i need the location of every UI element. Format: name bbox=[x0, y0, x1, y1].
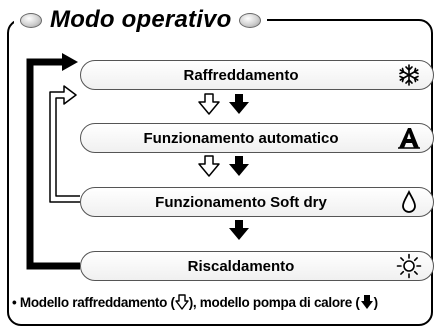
mode-auto: Funzionamento automatico bbox=[80, 123, 434, 153]
droplet-icon bbox=[391, 189, 427, 215]
legend-text-cooling: Modello raffreddamento ( bbox=[19, 295, 175, 310]
heat-pump-loop-arrow bbox=[26, 53, 80, 270]
mode-heating: Riscaldamento bbox=[80, 251, 434, 281]
legend-text-heat-pump: ), modello pompa di calore ( bbox=[188, 295, 360, 310]
diagram-title: Modo operativo bbox=[50, 6, 232, 33]
mode-soft-dry-label: Funzionamento Soft dry bbox=[155, 193, 327, 211]
mode-heating-label: Riscaldamento bbox=[187, 257, 295, 275]
hollow-down-arrow-icon bbox=[175, 294, 189, 310]
legend-note: • Modello raffreddamento ( ), modello pom… bbox=[12, 294, 378, 310]
sun-icon bbox=[391, 253, 427, 279]
mode-cooling-label: Raffreddamento bbox=[183, 66, 299, 84]
snowflake-icon bbox=[391, 62, 427, 88]
solid-down-arrow-icon bbox=[360, 295, 373, 309]
heat-pump-down-arrow-3 bbox=[229, 220, 249, 240]
mode-auto-label: Funzionamento automatico bbox=[143, 129, 339, 147]
title-bullet-right bbox=[239, 12, 262, 28]
title-bullet-left bbox=[20, 12, 42, 28]
cooling-down-arrow-2 bbox=[198, 155, 220, 177]
heat-pump-down-arrow-1 bbox=[229, 94, 249, 114]
legend-text-end: ) bbox=[373, 295, 379, 310]
legend-bullet: • bbox=[12, 295, 17, 310]
title-bar: Modo operativo bbox=[14, 3, 268, 37]
cooling-down-arrow-1 bbox=[198, 93, 220, 115]
auto-a-icon bbox=[391, 125, 427, 151]
heat-pump-down-arrow-2 bbox=[229, 156, 249, 176]
cooling-loop-arrow bbox=[49, 85, 80, 203]
mode-soft-dry: Funzionamento Soft dry bbox=[80, 187, 434, 217]
mode-cooling: Raffreddamento bbox=[80, 60, 434, 90]
